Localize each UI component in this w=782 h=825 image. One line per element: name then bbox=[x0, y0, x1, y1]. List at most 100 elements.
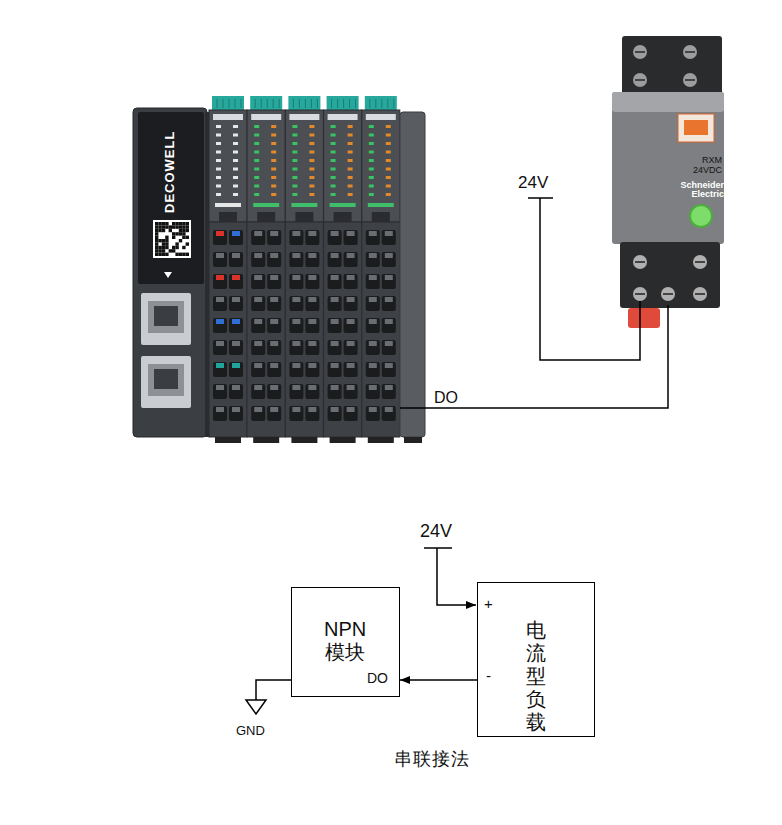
io-module bbox=[270, 341, 278, 346]
qr-code bbox=[165, 253, 168, 256]
io-module bbox=[369, 168, 374, 171]
qr-code bbox=[165, 236, 168, 239]
signal-wire bbox=[400, 305, 668, 408]
io-module bbox=[362, 96, 400, 443]
relay bbox=[628, 308, 660, 328]
io-module bbox=[216, 151, 221, 154]
io-module bbox=[305, 384, 319, 399]
io-module bbox=[289, 296, 303, 311]
io-module bbox=[372, 212, 390, 222]
io-module bbox=[229, 384, 243, 399]
io-module bbox=[292, 134, 297, 137]
io-module bbox=[229, 318, 243, 333]
qr-code bbox=[165, 246, 168, 249]
io-module bbox=[347, 341, 355, 346]
plc-head bbox=[141, 293, 191, 345]
wire bbox=[424, 547, 452, 549]
io-module bbox=[348, 125, 353, 128]
io-module bbox=[386, 159, 391, 162]
io-module bbox=[382, 252, 396, 267]
qr-code bbox=[186, 242, 189, 245]
qr-code bbox=[179, 239, 182, 242]
io-module bbox=[331, 151, 336, 154]
io-module bbox=[305, 274, 319, 289]
io-module bbox=[366, 114, 396, 120]
io-module bbox=[233, 176, 238, 179]
io-module bbox=[344, 274, 358, 289]
io-module bbox=[254, 363, 262, 368]
io-module bbox=[348, 134, 353, 137]
io-module bbox=[332, 99, 356, 108]
io-module bbox=[247, 110, 285, 222]
qr-code bbox=[186, 225, 189, 228]
relay bbox=[622, 36, 722, 96]
voltage-label: 24V bbox=[518, 173, 548, 193]
end-plate bbox=[400, 112, 425, 437]
io-module bbox=[386, 151, 391, 154]
io-module bbox=[331, 176, 336, 179]
io-module bbox=[331, 297, 339, 302]
io-module bbox=[334, 212, 352, 222]
io-module bbox=[213, 406, 227, 421]
io-module bbox=[328, 114, 358, 120]
io-module bbox=[382, 296, 396, 311]
io-module bbox=[292, 185, 297, 188]
io-module bbox=[216, 341, 224, 346]
io-module bbox=[344, 340, 358, 355]
io-module bbox=[347, 385, 355, 390]
relay bbox=[635, 262, 705, 294]
io-module bbox=[253, 203, 279, 207]
io-module bbox=[213, 114, 243, 120]
io-module bbox=[216, 134, 221, 137]
node-text: DO bbox=[367, 670, 388, 687]
qr-code bbox=[155, 229, 158, 232]
signal-wire bbox=[400, 679, 477, 681]
qr-code bbox=[175, 225, 178, 228]
io-module bbox=[305, 318, 319, 333]
io-module bbox=[289, 252, 303, 267]
io-module bbox=[251, 362, 265, 377]
io-module bbox=[292, 341, 300, 346]
io-module bbox=[232, 253, 240, 258]
qr-code bbox=[172, 225, 175, 228]
io-module bbox=[347, 363, 355, 368]
io-module bbox=[271, 134, 276, 137]
io-module bbox=[292, 168, 297, 171]
io-module bbox=[270, 407, 278, 412]
qr-code bbox=[155, 253, 158, 256]
io-module bbox=[216, 159, 221, 162]
ground-symbol bbox=[246, 680, 291, 714]
io-module bbox=[254, 297, 262, 302]
qr-code bbox=[169, 225, 172, 228]
io-module bbox=[347, 297, 355, 302]
io-module bbox=[251, 318, 265, 333]
io-module bbox=[216, 176, 221, 179]
io-module bbox=[369, 185, 374, 188]
qr-code bbox=[175, 232, 178, 235]
io-module bbox=[271, 142, 276, 145]
io-module bbox=[232, 319, 240, 324]
device-picture: DECOWELL bbox=[133, 95, 400, 437]
io-module bbox=[369, 407, 377, 412]
io-module bbox=[348, 185, 353, 188]
qr-code bbox=[175, 222, 178, 225]
qr-code bbox=[165, 225, 168, 228]
io-module bbox=[271, 176, 276, 179]
qr-code bbox=[158, 225, 161, 228]
voltage-label: 24V bbox=[420, 521, 452, 542]
io-module bbox=[368, 437, 394, 443]
io-module bbox=[369, 125, 374, 128]
io-module bbox=[292, 142, 297, 145]
qr-code bbox=[179, 222, 182, 225]
io-module bbox=[271, 125, 276, 128]
io-module bbox=[348, 193, 353, 196]
io-module bbox=[233, 193, 238, 196]
io-module bbox=[309, 125, 314, 128]
io-module bbox=[348, 176, 353, 179]
io-module bbox=[385, 297, 393, 302]
io-module bbox=[331, 193, 336, 196]
io-module bbox=[382, 362, 396, 377]
io-module bbox=[365, 96, 397, 110]
